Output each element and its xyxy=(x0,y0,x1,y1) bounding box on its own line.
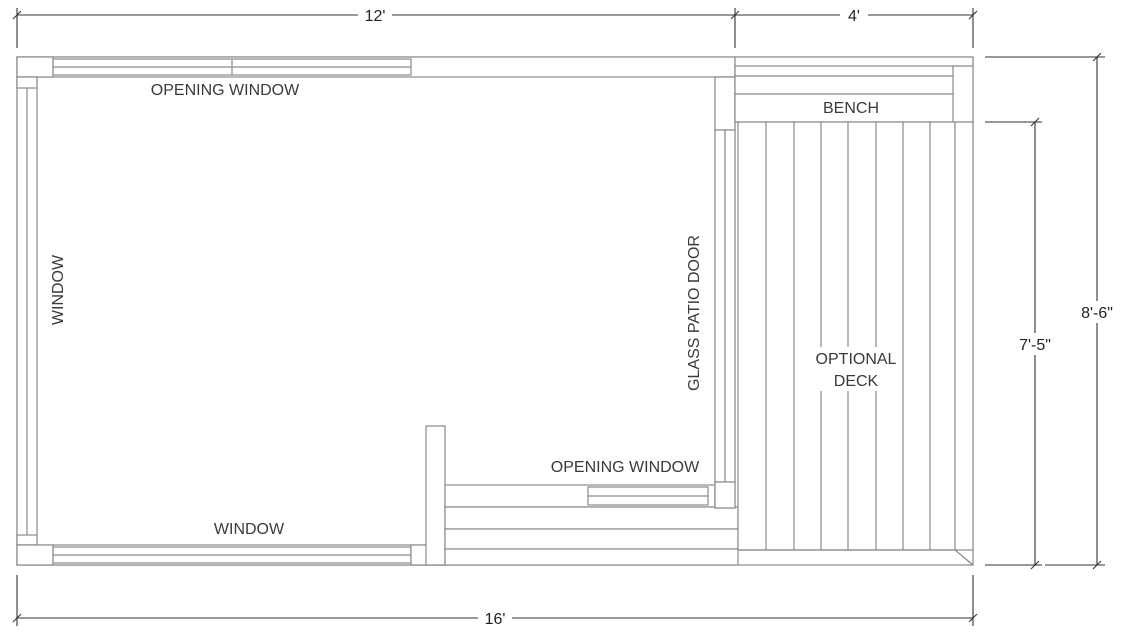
lower-inner-walls xyxy=(444,484,739,566)
optional-deck xyxy=(737,121,974,566)
patio-door-wall xyxy=(714,76,736,509)
partition-post xyxy=(425,425,446,566)
label-glass-patio-door: GLASS PATIO DOOR xyxy=(686,235,703,391)
label-window-bottom: WINDOW xyxy=(214,521,285,538)
dimension-right-total: 8'-6" xyxy=(985,52,1120,570)
dimension-top-deck: 4' xyxy=(735,5,978,48)
left-wall xyxy=(16,76,38,546)
label-optional-deck-line1: OPTIONAL xyxy=(816,351,897,368)
label-bench: BENCH xyxy=(823,100,879,117)
dimension-label-top-deck: 4' xyxy=(848,8,860,25)
dimension-right-deck: 7'-5" xyxy=(985,117,1058,570)
label-opening-window-top: OPENING WINDOW xyxy=(151,82,300,99)
dimension-label-top-main: 12' xyxy=(365,8,386,25)
dimension-label-bottom-total: 16' xyxy=(485,611,506,628)
bench xyxy=(734,56,974,123)
label-window-left: WINDOW xyxy=(50,254,67,325)
deck-boards xyxy=(765,122,931,550)
top-wall xyxy=(16,56,736,78)
dimension-top-main: 12' xyxy=(12,5,740,48)
bench-seat xyxy=(734,93,954,123)
dimension-label-right-total: 8'-6" xyxy=(1081,305,1113,322)
label-opening-window-inner: OPENING WINDOW xyxy=(551,459,700,476)
bottom-wall xyxy=(16,544,446,566)
dimension-label-right-deck: 7'-5" xyxy=(1019,337,1051,354)
glass-patio-door-frame xyxy=(714,129,726,483)
label-optional-deck-line2: DECK xyxy=(834,373,879,390)
dimension-bottom-total: 16' xyxy=(12,575,978,628)
